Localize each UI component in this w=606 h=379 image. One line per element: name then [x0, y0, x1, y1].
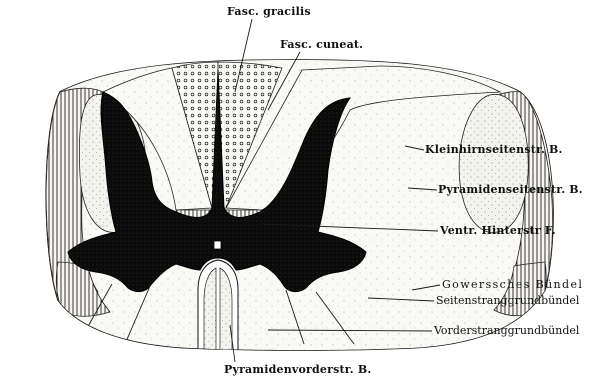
label-ventr-hinter: Ventr. Hinterstr F. — [439, 224, 556, 237]
label-vorderstrang-grund: Vorderstranggrundbündel — [433, 324, 580, 337]
label-gowers: Gowerssches Bündel — [442, 278, 583, 291]
label-fasc-cuneat: Fasc. cuneat. — [280, 38, 363, 51]
label-pyramiden-seiten: Pyramidenseitenstr. B. — [438, 183, 583, 196]
label-pyramiden-vorder: Pyramidenvorderstr. B. — [224, 363, 371, 376]
label-fasc-gracilis: Fasc. gracilis — [227, 5, 311, 18]
central-canal — [214, 241, 221, 249]
right-pyramiden-seitenstrang — [459, 94, 528, 232]
label-kleinhirn: Kleinhirnseitenstr. B. — [425, 143, 563, 156]
label-seitenstrang-grund: Seitenstranggrundbündel — [436, 294, 580, 307]
